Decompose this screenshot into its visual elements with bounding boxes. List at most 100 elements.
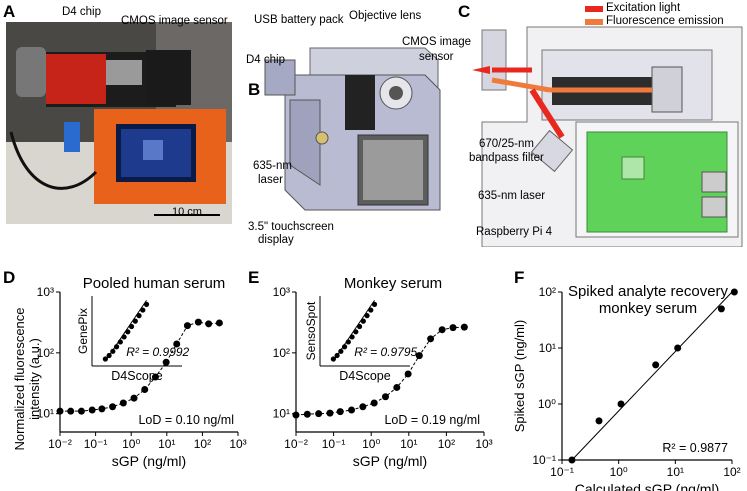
data-point: [151, 373, 159, 381]
data-point: [88, 406, 96, 414]
fit-curve: [60, 321, 220, 412]
x-tick-label: 10⁰: [362, 437, 380, 451]
inset-point: [353, 329, 359, 335]
inset-point: [125, 329, 131, 335]
inset-point: [110, 348, 116, 354]
label-scale-bar: 10 cm: [172, 206, 202, 218]
label-usb-battery: USB battery pack: [254, 14, 344, 26]
inset-point: [106, 352, 112, 359]
inset-point: [345, 339, 351, 345]
device-photo: [6, 22, 232, 224]
data-point: [415, 352, 423, 360]
inset-x-label: D4Scope: [339, 369, 390, 383]
inset-point: [330, 356, 336, 362]
data-point: [326, 409, 334, 417]
data-point: [348, 406, 356, 414]
y-tick-label: 10²: [539, 285, 556, 299]
label-raspberry-pi: Raspberry Pi 4: [476, 226, 553, 238]
x-tick-label: 10⁻¹: [322, 437, 346, 451]
data-point: [194, 318, 202, 326]
chart-title: Monkey serum: [344, 275, 442, 292]
device-cad-illustration: [264, 47, 441, 211]
x-tick-label: 10¹: [400, 437, 417, 451]
inset-point: [136, 313, 142, 319]
data-point: [173, 340, 181, 348]
panel-d-letter: D: [3, 268, 16, 287]
inset-point: [341, 344, 348, 350]
panel-c-letter: C: [458, 2, 471, 21]
data-point: [652, 361, 660, 369]
data-point: [56, 407, 64, 415]
legend-excitation-swatch: [585, 6, 603, 12]
inset-point: [360, 318, 366, 324]
data-point: [370, 399, 378, 407]
label-bandpass-2: bandpass filter: [469, 152, 544, 164]
inset-point: [334, 352, 340, 359]
chart-title: Pooled human serum: [83, 275, 226, 292]
data-point: [141, 385, 149, 393]
data-point: [98, 405, 106, 413]
inset-point: [132, 318, 138, 324]
inset-point: [128, 323, 135, 330]
x-axis-label: sGP (ng/ml): [112, 453, 186, 469]
data-point: [438, 326, 446, 334]
data-point: [449, 324, 457, 332]
data-point: [730, 288, 738, 296]
schematic-legend: [585, 6, 603, 25]
x-tick-label: 10¹: [667, 465, 684, 479]
x-tick-label: 10²: [194, 437, 211, 451]
label-cmos-sensor-a: CMOS image sensor: [121, 15, 228, 27]
chart-annotation: R² = 0.9877: [662, 441, 728, 455]
data-point: [359, 403, 367, 411]
panel-e-letter: E: [248, 268, 260, 287]
label-touchscreen-2: display: [258, 234, 294, 246]
label-objective-lens: Objective lens: [349, 10, 422, 22]
data-point: [215, 319, 223, 327]
inset-y-label: GenePix: [76, 308, 90, 354]
y-tick-label: 10²: [273, 346, 290, 360]
x-axis-label: Calculated sGP (ng/ml): [575, 481, 719, 491]
x-tick-label: 10⁻¹: [550, 465, 574, 479]
inset-point: [338, 348, 344, 354]
inset-point: [143, 301, 150, 307]
x-tick-label: 10⁻¹: [84, 437, 108, 451]
label-d4-chip-b: D4 chip: [246, 54, 285, 66]
data-point: [717, 305, 725, 313]
data-point: [381, 393, 389, 401]
y-tick-label: 10⁰: [538, 397, 556, 411]
x-tick-label: 10¹: [158, 437, 175, 451]
data-point: [315, 410, 323, 418]
inset-point: [117, 339, 123, 345]
inset-r2: R² = 0.9992: [126, 345, 189, 359]
inset-y-label: SensoSpot: [304, 301, 318, 360]
x-tick-label: 10⁰: [122, 437, 140, 451]
y-tick-label: 10²: [37, 346, 54, 360]
data-point: [404, 370, 412, 378]
panel-a-letter: A: [3, 2, 16, 21]
data-point: [130, 394, 138, 402]
data-point: [393, 383, 401, 391]
inset-point: [371, 301, 378, 307]
label-d4-chip-a: D4 chip: [62, 6, 101, 18]
data-point: [427, 335, 435, 343]
inset-point: [356, 323, 363, 330]
data-point: [162, 358, 170, 366]
inset-point: [349, 334, 355, 340]
label-laser-b-2: laser: [258, 174, 283, 186]
x-tick-label: 10²: [723, 465, 740, 479]
data-point: [336, 408, 344, 416]
data-point: [568, 456, 576, 464]
label-cmos-sensor-b-2: sensor: [419, 51, 454, 63]
data-point: [67, 407, 75, 415]
chart-title-line1: Spiked analyte recovery: [568, 283, 729, 300]
legend-emission-label: Fluorescence emission: [606, 15, 724, 27]
x-tick-label: 10³: [229, 437, 246, 451]
y-tick-label: 10³: [37, 285, 54, 299]
x-tick-label: 10²: [438, 437, 455, 451]
data-point: [77, 407, 85, 415]
optical-schematic: [472, 26, 743, 247]
y-axis-label: Spiked sGP (ng/ml): [512, 320, 527, 432]
